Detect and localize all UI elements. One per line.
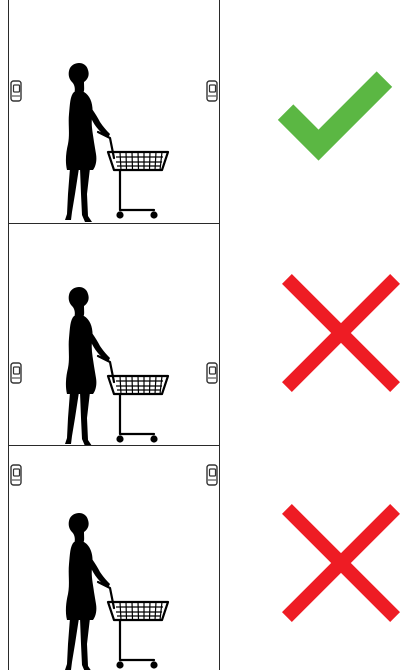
- scene: [8, 446, 220, 670]
- left-wall: [8, 446, 9, 670]
- right-wall: [219, 224, 220, 446]
- cross-icon: [282, 504, 400, 622]
- cross-icon: [282, 274, 400, 392]
- sensor-right-icon: [206, 80, 218, 102]
- scenario-panel-correct: [8, 0, 220, 224]
- left-wall: [8, 0, 9, 224]
- sensor-right-icon: [206, 362, 218, 384]
- right-wall: [219, 0, 220, 224]
- sensor-left-icon: [10, 464, 22, 486]
- check-icon: [272, 66, 398, 166]
- scenario-panel-low-sensors: [8, 224, 220, 446]
- sensor-left-icon: [10, 362, 22, 384]
- sensor-right-icon: [206, 464, 218, 486]
- sensor-left-icon: [10, 80, 22, 102]
- shopper-with-cart-icon: [54, 62, 170, 224]
- shopper-with-cart-icon: [54, 286, 170, 446]
- scenario-panel-high-sensors: [8, 446, 220, 670]
- scene: [8, 0, 220, 224]
- right-wall: [219, 446, 220, 670]
- left-wall: [8, 224, 9, 446]
- shopper-with-cart-icon: [54, 512, 170, 670]
- scene: [8, 224, 220, 446]
- scenario-panels: [0, 0, 230, 670]
